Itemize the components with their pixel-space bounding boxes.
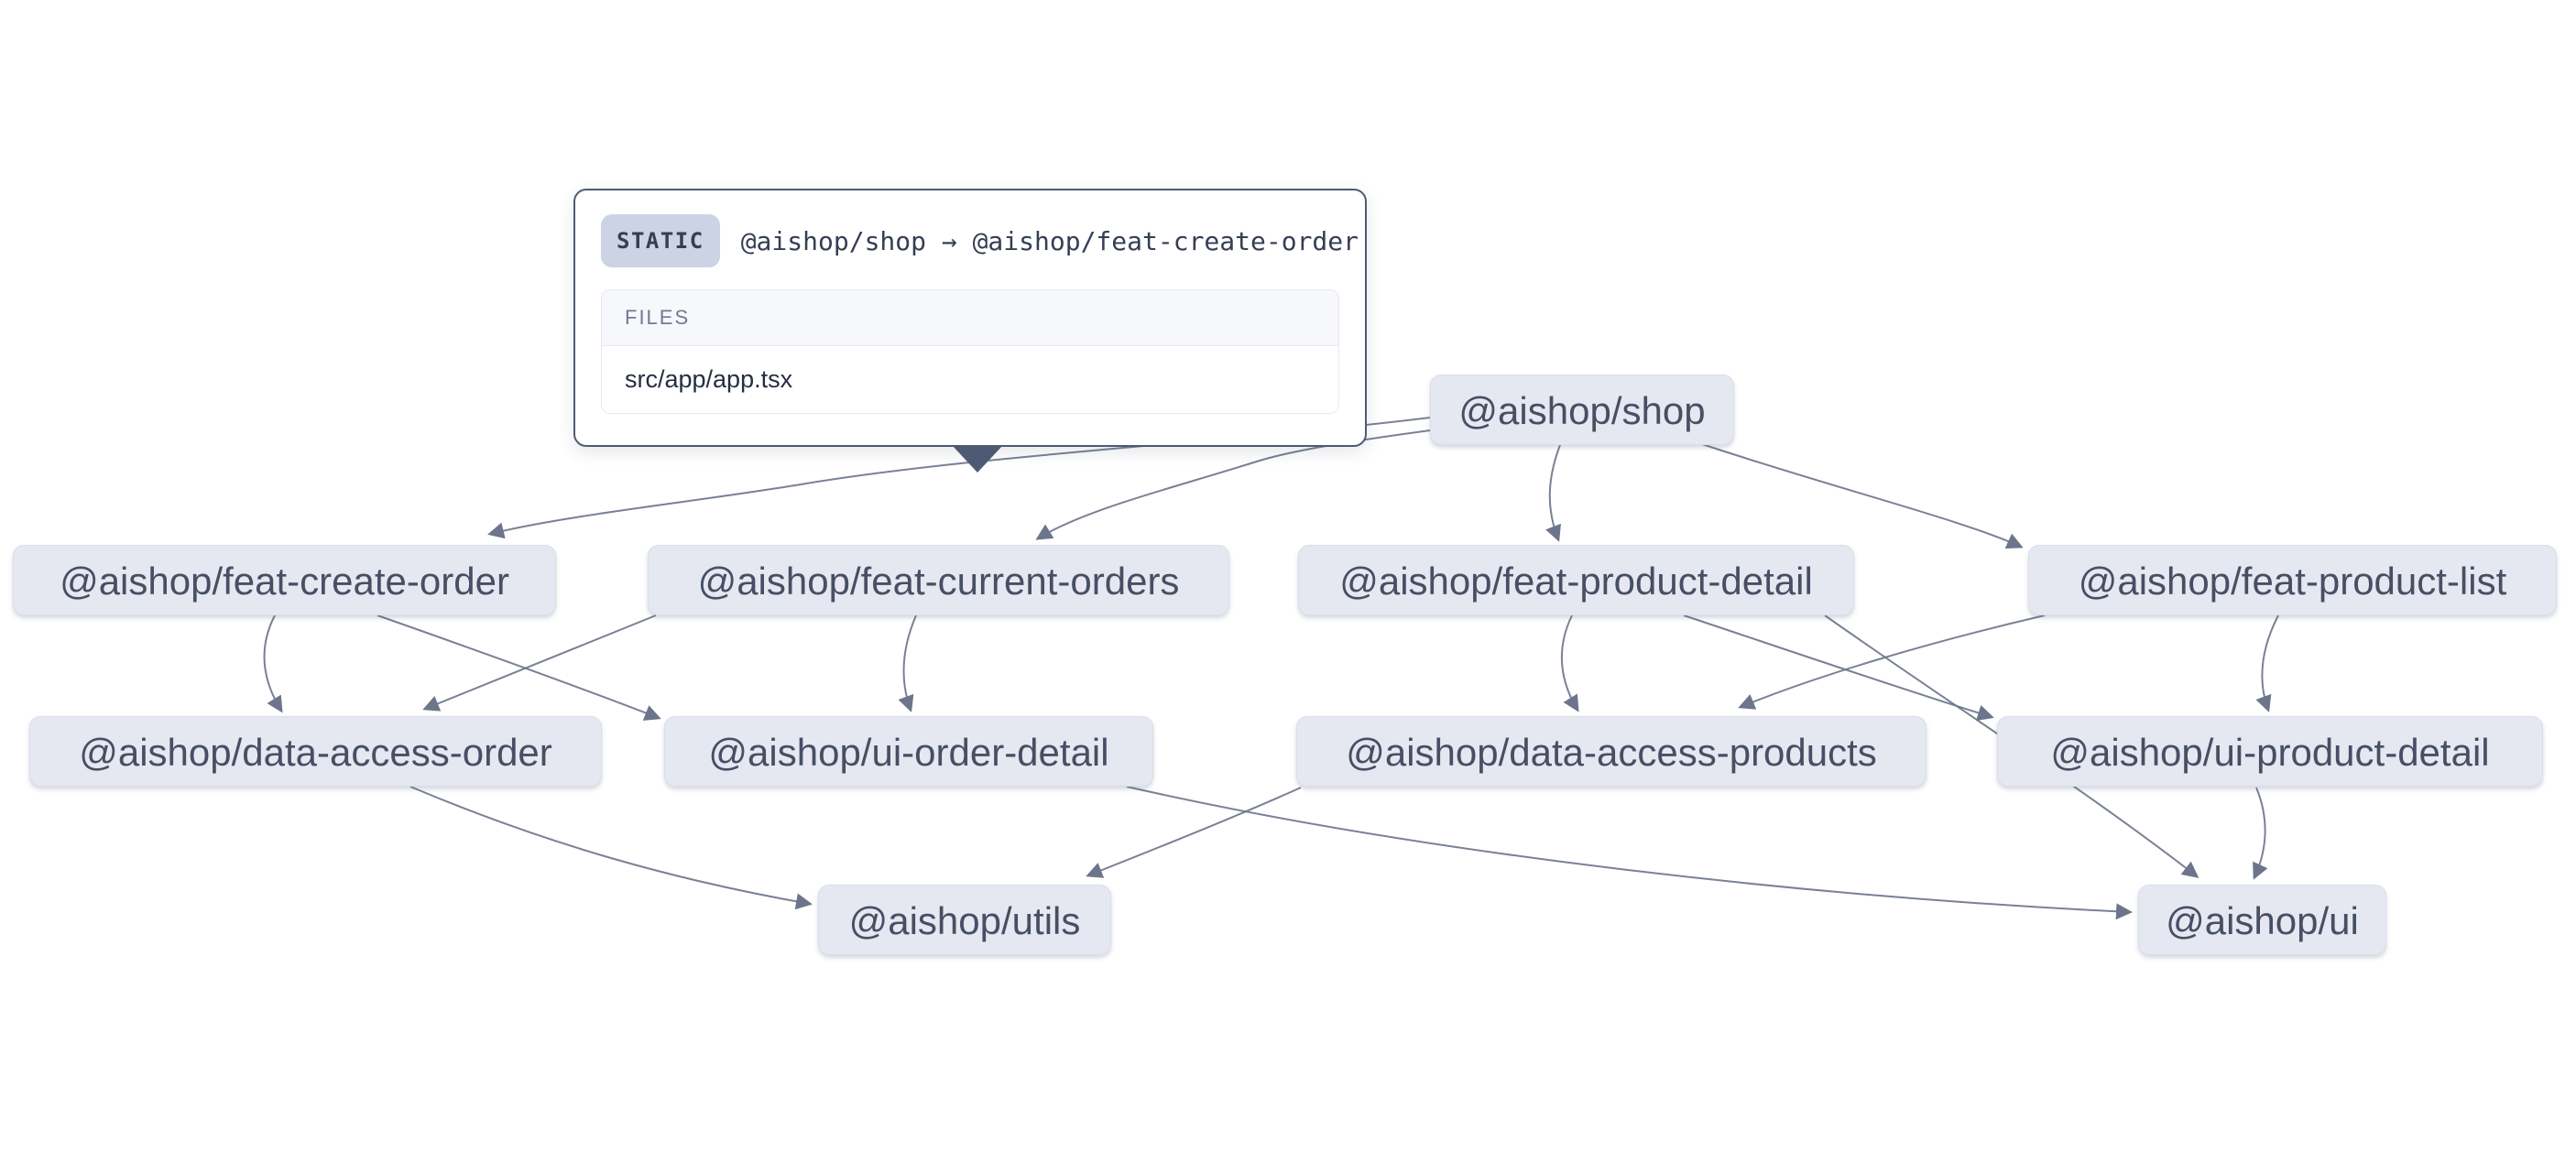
edge-type-badge: STATIC [601,214,720,267]
node-aishop-feat-product-detail[interactable]: @aishop/feat-product-detail [1298,545,1854,615]
node-aishop-ui[interactable]: @aishop/ui [2138,885,2386,955]
node-aishop-feat-product-list[interactable]: @aishop/feat-product-list [2028,545,2557,615]
node-aishop-utils[interactable]: @aishop/utils [818,885,1111,955]
node-aishop-feat-create-order[interactable]: @aishop/feat-create-order [13,545,556,615]
edge-ui-product-detail-to-ui[interactable] [2253,787,2268,880]
edge-tooltip: STATIC @aishop/shop → @aishop/feat-creat… [573,189,1367,447]
edge-feat-current-orders-to-ui-order-detail[interactable] [898,614,917,712]
edge-shop-to-feat-product-list[interactable] [1696,441,2024,549]
edge-data-access-products-to-utils[interactable] [1086,787,1302,878]
edge-feat-product-detail-to-ui-product-detail[interactable] [1683,614,1994,722]
tooltip-caret-icon [952,445,1003,473]
edge-tooltip-files-panel: FILES src/app/app.tsx [601,289,1339,414]
edge-feat-product-detail-to-data-access-products[interactable] [1560,614,1579,712]
node-aishop-ui-order-detail[interactable]: @aishop/ui-order-detail [664,716,1153,787]
edge-feat-product-list-to-data-access-products[interactable] [1738,614,2046,710]
node-aishop-shop[interactable]: @aishop/shop [1430,375,1734,445]
node-aishop-data-access-products[interactable]: @aishop/data-access-products [1296,716,1927,787]
edge-shop-to-feat-product-detail[interactable] [1545,444,1561,542]
node-aishop-data-access-order[interactable]: @aishop/data-access-order [29,716,602,787]
edge-feat-create-order-to-data-access-order[interactable] [263,614,283,713]
edge-ui-order-detail-to-ui[interactable] [1126,786,2133,920]
edge-tooltip-title: @aishop/shop → @aishop/feat-create-order [740,225,1359,256]
node-aishop-feat-current-orders[interactable]: @aishop/feat-current-orders [648,545,1229,615]
file-list-item: src/app/app.tsx [602,346,1338,413]
edge-feat-current-orders-to-data-access-order[interactable] [422,614,657,712]
edge-data-access-order-to-utils[interactable] [409,786,813,910]
edge-feat-product-list-to-ui-product-detail[interactable] [2255,614,2279,712]
files-heading: FILES [602,290,1338,346]
edge-tooltip-header: STATIC @aishop/shop → @aishop/feat-creat… [601,214,1359,267]
node-aishop-ui-product-detail[interactable]: @aishop/ui-product-detail [1997,716,2543,787]
